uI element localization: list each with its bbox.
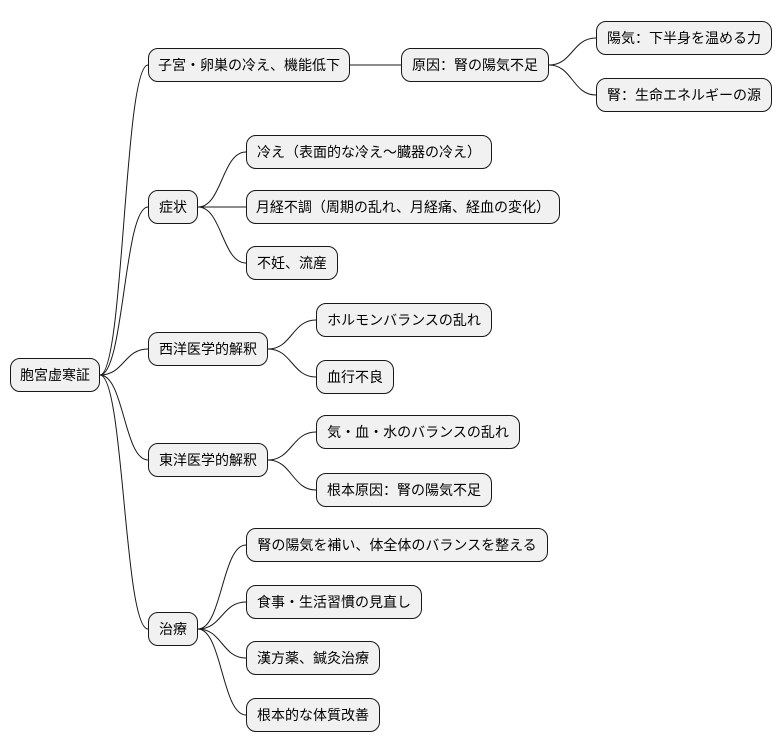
leaf-node-menstrual-irregularity: 月経不調（周期の乱れ、月経痛、経血の変化） <box>246 190 560 224</box>
branch-node-uterus-coldness: 子宮・卵巣の冷え、機能低下 <box>148 48 350 82</box>
leaf-node-herbal-acupuncture: 漢方薬、鍼灸治療 <box>246 641 380 675</box>
leaf-node-coldness: 冷え（表面的な冷え～臓器の冷え） <box>246 135 492 169</box>
connector-n-b4-n-b4-3 <box>197 628 247 716</box>
leaf-node-hormone-imbalance: ホルモンバランスの乱れ <box>316 303 492 337</box>
connector-n-root-n-b4 <box>99 374 149 630</box>
connector-n-root-n-b0 <box>99 64 149 376</box>
connector-n-b4-n-b4-0 <box>197 544 247 630</box>
connector-n-root-n-b1 <box>99 206 149 376</box>
connector-n-b4-n-b4-1 <box>197 601 247 630</box>
connector-n-b1-n-b1-0 <box>197 151 247 208</box>
branch-node-western-interpretation: 西洋医学的解釈 <box>148 332 268 366</box>
node-cause: 原因：腎の陽気不足 <box>401 48 549 82</box>
leaf-node-constitution-improvement: 根本的な体質改善 <box>246 698 380 732</box>
connector-n-b3-n-b3-0 <box>267 431 317 461</box>
leaf-node-yang-qi: 陽気：下半身を温める力 <box>596 21 772 55</box>
branch-node-symptoms: 症状 <box>148 190 198 224</box>
connector-n-b4-n-b4-2 <box>197 628 247 659</box>
leaf-node-lifestyle-review: 食事・生活習慣の見直し <box>246 585 422 619</box>
connector-n-root-n-b2 <box>99 348 149 376</box>
connector-n-b2-n-b2-0 <box>267 319 317 350</box>
leaf-node-root-cause: 根本原因：腎の陽気不足 <box>316 473 492 507</box>
leaf-node-kidney: 腎：生命エネルギーの源 <box>596 78 772 112</box>
leaf-node-qi-blood-water: 気・血・水のバランスの乱れ <box>316 415 520 449</box>
root-node: 胞宮虚寒証 <box>10 358 100 392</box>
leaf-node-tonify-kidney-yang: 腎の陽気を補い、体全体のバランスを整える <box>246 528 548 562</box>
connector-n-b3-n-b3-1 <box>267 459 317 491</box>
leaf-node-poor-circulation: 血行不良 <box>316 360 394 394</box>
connector-n-b1-n-b1-2 <box>197 206 247 264</box>
branch-node-treatment: 治療 <box>148 612 198 646</box>
branch-node-eastern-interpretation: 東洋医学的解釈 <box>148 443 268 477</box>
connector-n-b0-0-n-b0-0-1 <box>548 64 597 96</box>
connector-n-b2-n-b2-1 <box>267 348 317 378</box>
connector-n-b0-0-n-b0-0-0 <box>548 37 597 66</box>
leaf-node-infertility: 不妊、流産 <box>246 246 338 280</box>
connector-n-root-n-b3 <box>99 374 149 461</box>
